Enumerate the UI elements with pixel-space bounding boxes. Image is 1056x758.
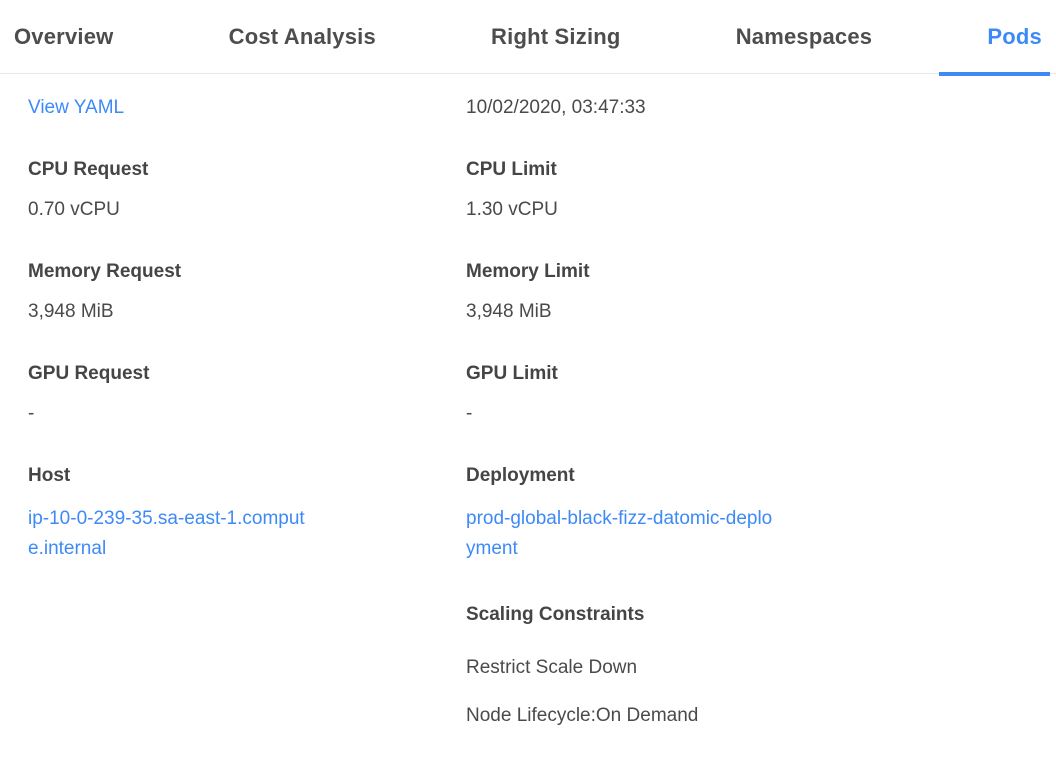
- tab-overview[interactable]: Overview: [14, 23, 114, 49]
- field-cpu-limit: CPU Limit 1.30 vCPU: [466, 158, 1056, 221]
- cpu-limit-value: 1.30 vCPU: [466, 199, 558, 220]
- scaling-item-node-lifecycle: Node Lifecycle:On Demand: [466, 705, 699, 726]
- tab-right-sizing[interactable]: Right Sizing: [491, 23, 621, 49]
- gpu-limit-value: -: [466, 403, 473, 424]
- field-deployment: Deployment prod-global-black-fizz-datomi…: [466, 464, 1056, 564]
- tab-namespaces[interactable]: Namespaces: [735, 23, 873, 49]
- field-host: Host ip-10-0-239-35.sa-east-1.compute.in…: [28, 464, 466, 564]
- field-memory-request: Memory Request 3,948 MiB: [28, 260, 466, 323]
- detail-left-column: View YAML CPU Request 0.70 vCPU Memory R…: [28, 96, 466, 752]
- deployment-label: Deployment: [466, 465, 575, 486]
- host-label: Host: [28, 465, 71, 486]
- pod-detail-panel: View YAML CPU Request 0.70 vCPU Memory R…: [0, 74, 1056, 752]
- gpu-limit-label: GPU Limit: [466, 363, 558, 384]
- tab-pods[interactable]: Pods: [939, 0, 1050, 76]
- field-gpu-request: GPU Request -: [28, 362, 466, 425]
- deployment-link[interactable]: prod-global-black-fizz-datomic-deploymen…: [466, 508, 773, 559]
- cpu-request-label: CPU Request: [28, 159, 149, 180]
- scaling-constraints-section: Scaling Constraints Restrict Scale Down …: [466, 603, 1056, 727]
- tab-bar: Overview Cost Analysis Right Sizing Name…: [0, 0, 1056, 76]
- memory-limit-label: Memory Limit: [466, 261, 590, 282]
- memory-limit-value: 3,948 MiB: [466, 301, 552, 322]
- host-link[interactable]: ip-10-0-239-35.sa-east-1.compute.interna…: [28, 508, 305, 559]
- field-gpu-limit: GPU Limit -: [466, 362, 1056, 425]
- field-cpu-request: CPU Request 0.70 vCPU: [28, 158, 466, 221]
- memory-request-value: 3,948 MiB: [28, 301, 114, 322]
- cpu-limit-label: CPU Limit: [466, 159, 557, 180]
- field-memory-limit: Memory Limit 3,948 MiB: [466, 260, 1056, 323]
- tab-cost-analysis[interactable]: Cost Analysis: [228, 23, 376, 49]
- scaling-constraints-title: Scaling Constraints: [466, 604, 645, 625]
- pod-timestamp: 10/02/2020, 03:47:33: [466, 97, 646, 118]
- memory-request-label: Memory Request: [28, 261, 182, 282]
- scaling-item-restrict-scale-down: Restrict Scale Down: [466, 657, 638, 678]
- gpu-request-label: GPU Request: [28, 363, 150, 384]
- cpu-request-value: 0.70 vCPU: [28, 199, 120, 220]
- gpu-request-value: -: [28, 403, 35, 424]
- detail-right-column: 10/02/2020, 03:47:33 CPU Limit 1.30 vCPU…: [466, 96, 1056, 752]
- view-yaml-link[interactable]: View YAML: [28, 97, 125, 118]
